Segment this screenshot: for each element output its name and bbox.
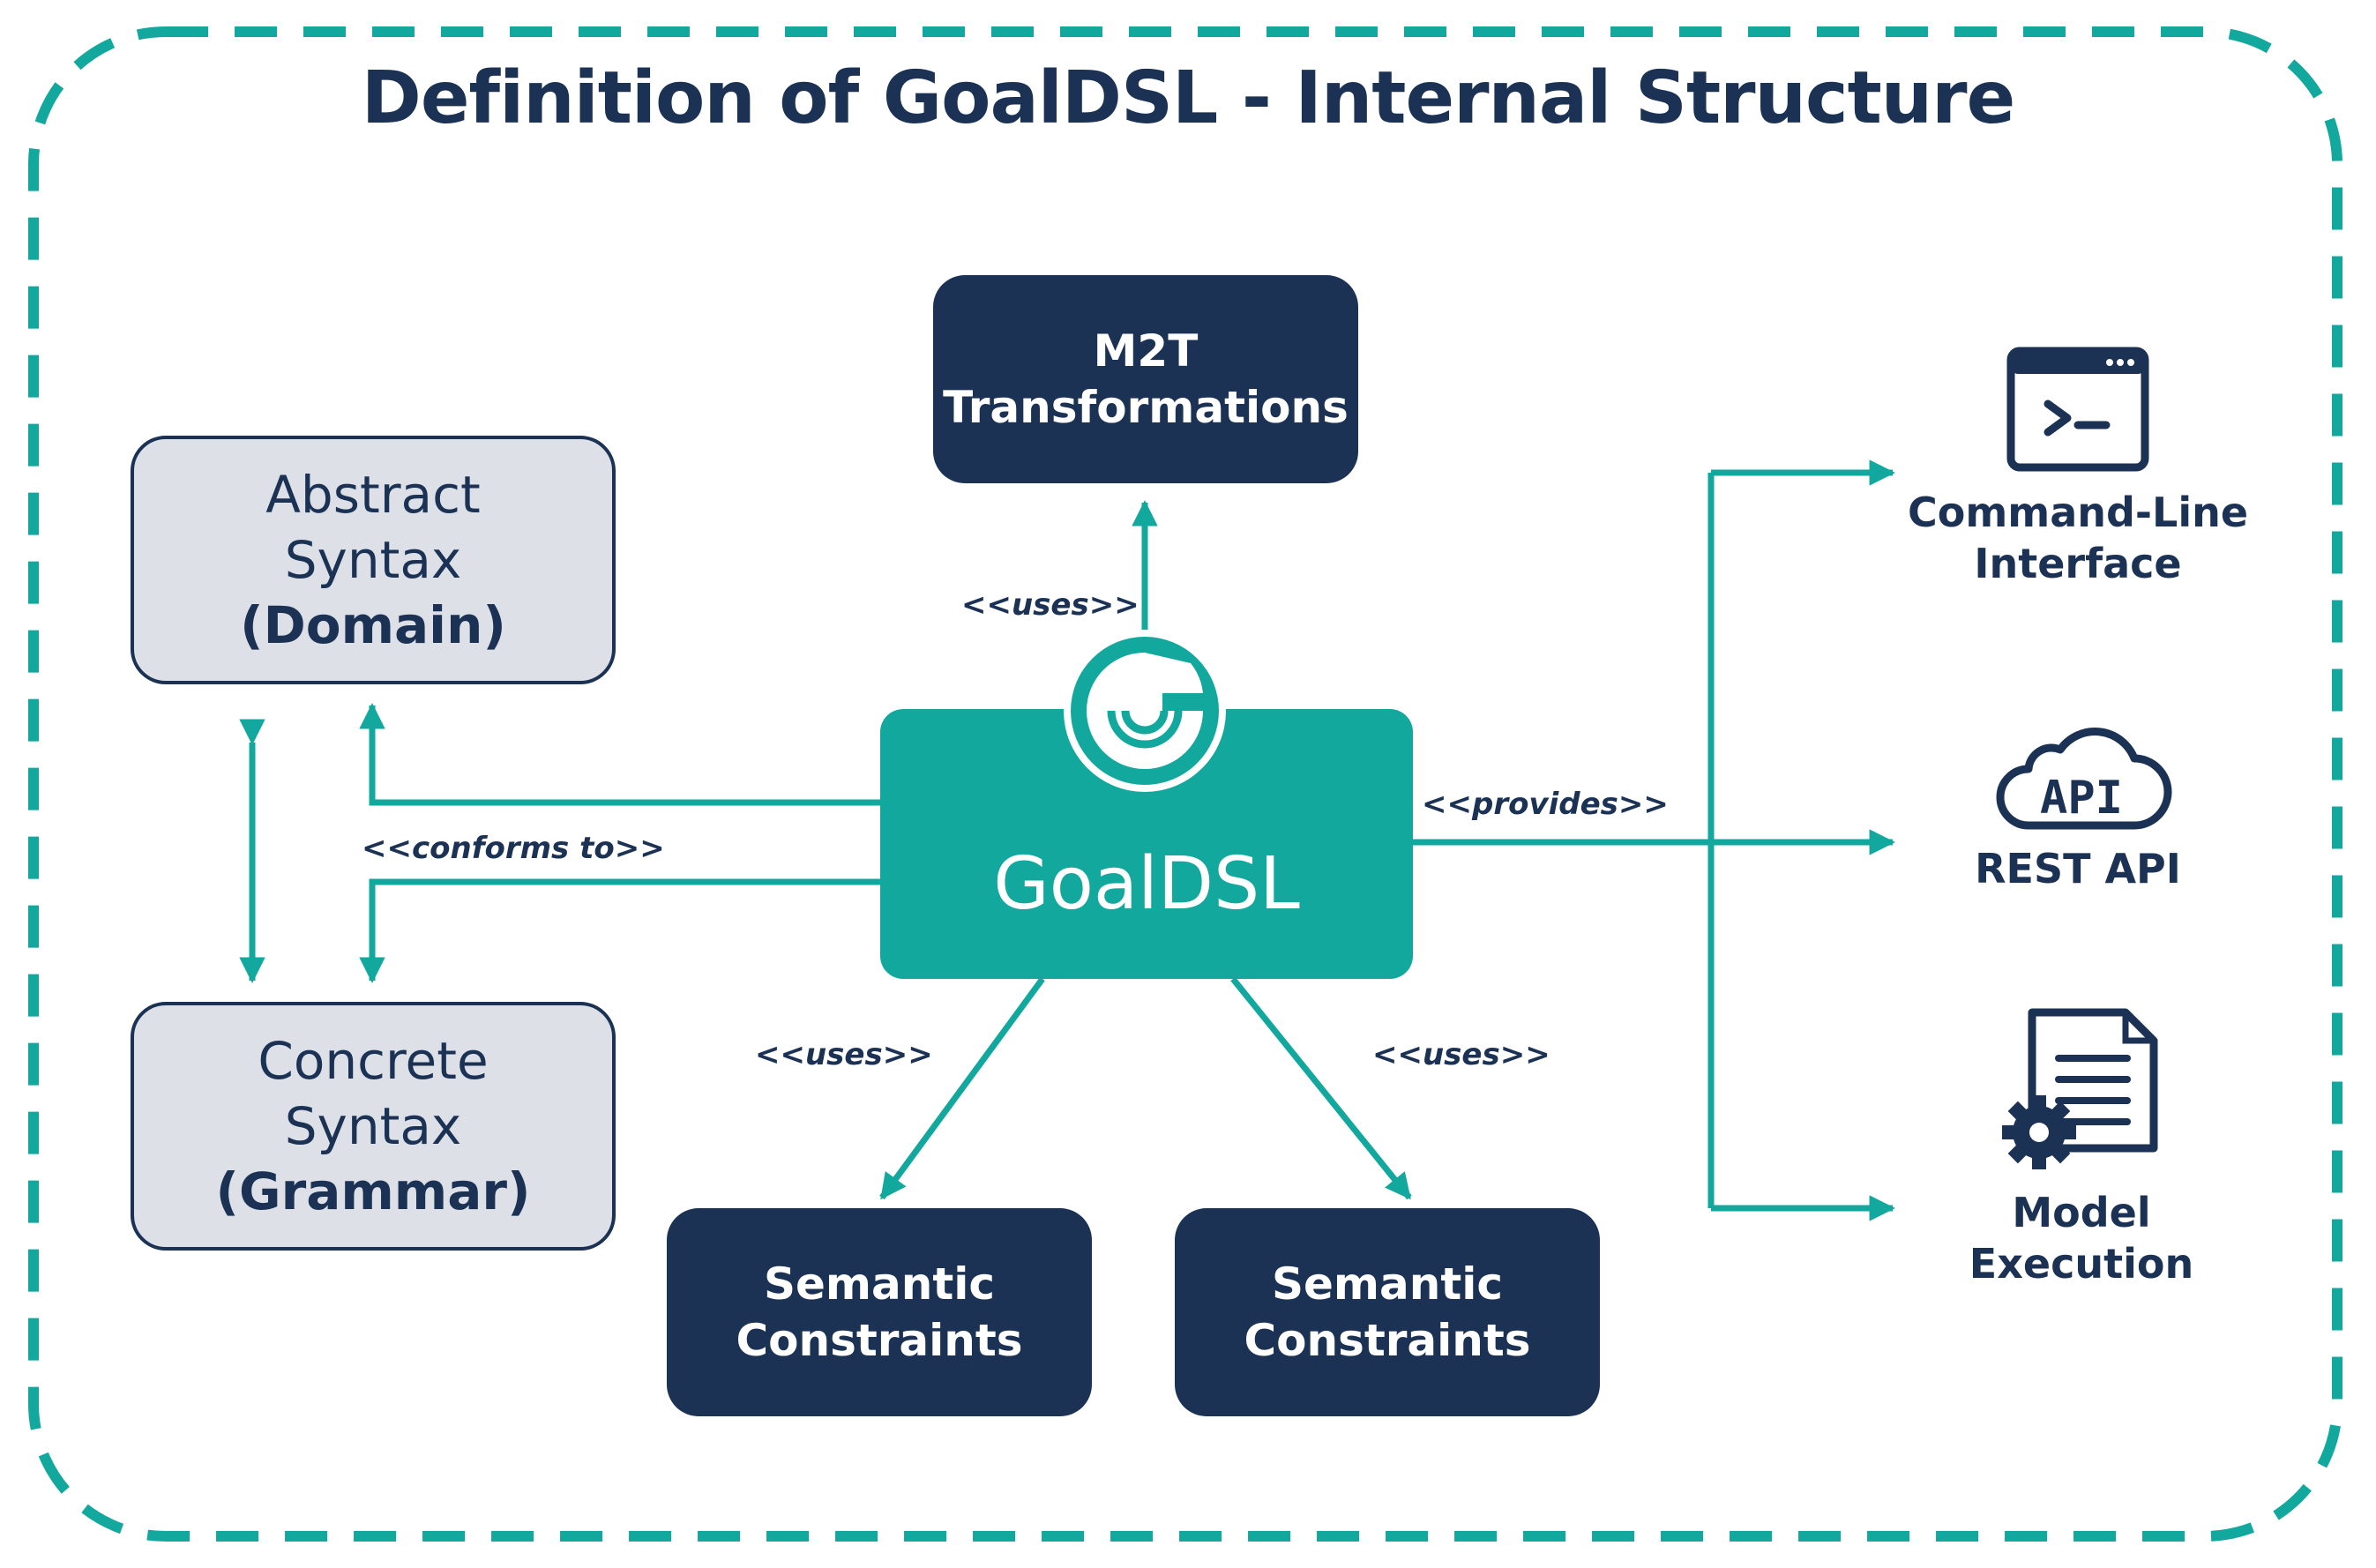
arrow-to-semantic-left (879, 976, 1045, 1200)
label-provides: <<provides>> (1422, 787, 1669, 822)
semantic-constraints-left-box: Semantic Constraints (667, 1208, 1092, 1416)
m2t-transformations-box: M2T Transformations (933, 275, 1358, 483)
label-conforms-to: <<conforms to>> (362, 831, 665, 866)
page-title: Definition of GoalDSL - Internal Structu… (361, 56, 2015, 140)
output-label-model-execution: Model Execution (1969, 1189, 2194, 1288)
concrete-syntax-box: Concrete Syntax (Grammar) (131, 1002, 616, 1251)
abstract-syntax-box: Abstract Syntax (Domain) (131, 436, 616, 684)
label-uses-left: <<uses>> (755, 1037, 933, 1072)
semantic-constraints-right-box: Semantic Constraints (1175, 1208, 1600, 1416)
arrow-to-concrete (359, 878, 882, 983)
label-uses-right: <<uses>> (1372, 1037, 1550, 1072)
arrow-to-abstract (359, 703, 882, 806)
label-uses-top: <<uses>> (961, 587, 1139, 623)
output-label-rest-api: REST API (1975, 845, 2181, 892)
arrow-to-semantic-right (1230, 976, 1412, 1200)
output-label-cli: Command-Line Interface (1907, 489, 2249, 587)
goaldsl-box: GoalDSL (880, 709, 1413, 979)
